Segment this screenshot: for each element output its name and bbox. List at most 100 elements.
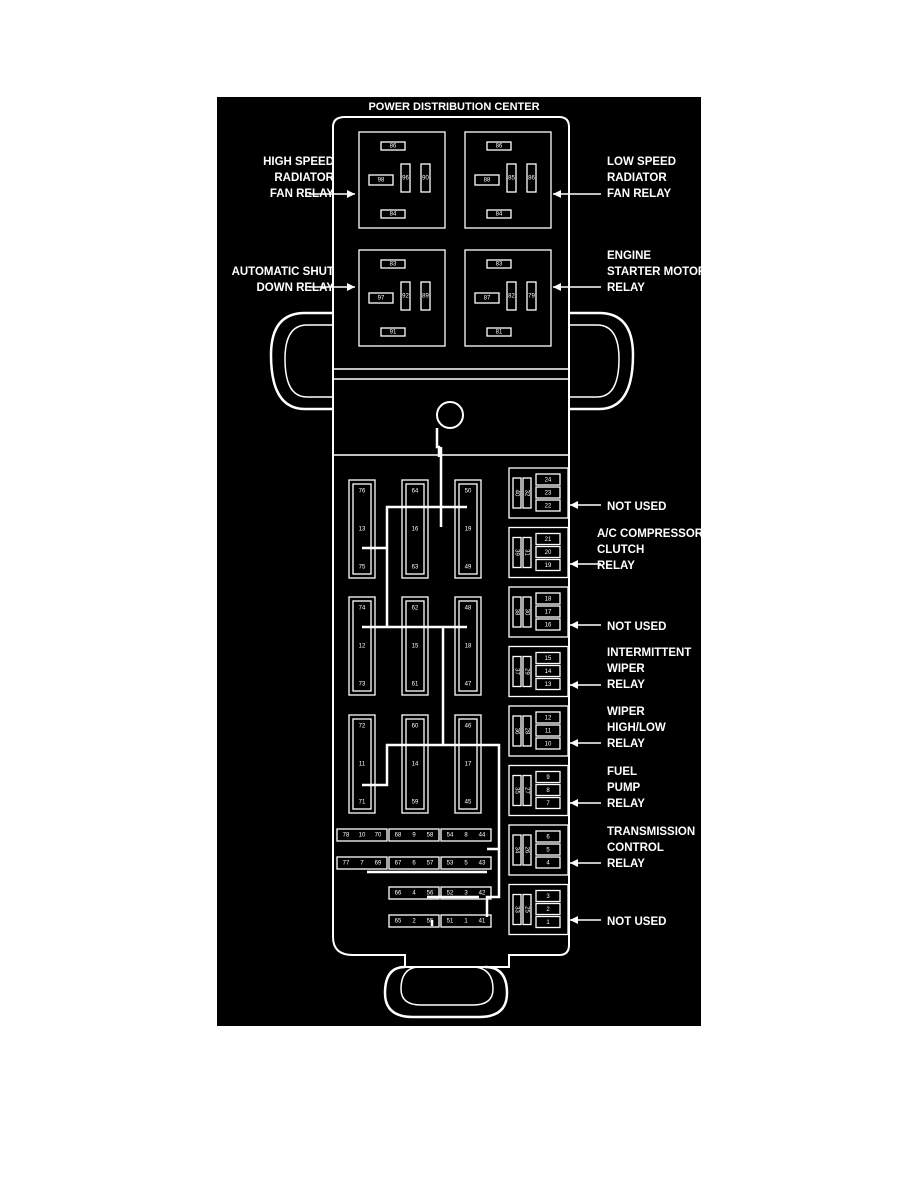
- mini-relay-terminal: [535, 830, 561, 843]
- relay-terminal: [486, 259, 512, 269]
- mini-fuse-terminal-label: 56: [427, 891, 434, 897]
- mini-relay-terminal: [535, 889, 561, 903]
- mini-relay-terminal: [535, 486, 561, 499]
- mini-relay-terminal-label: 25: [523, 906, 529, 913]
- relay-terminal-label: 86: [528, 176, 535, 182]
- label-line: FAN RELAY: [607, 188, 671, 200]
- arrow-icon: [553, 283, 561, 291]
- relay-terminal-label: 97: [378, 296, 385, 302]
- big-relay-housing: [464, 249, 552, 347]
- mini-relay-terminal: [535, 592, 561, 605]
- mini-relay-terminal: [535, 664, 561, 678]
- mini-relay-terminal-label: 35: [513, 787, 519, 794]
- fuse-terminal-label: 74: [359, 606, 366, 612]
- mini-relay-terminal: [512, 655, 522, 688]
- mini-relay-terminal: [522, 655, 532, 688]
- mini-relay-terminal-label: 31: [523, 549, 529, 556]
- mini-relay-terminal-label: 1: [546, 920, 550, 926]
- relay-terminal: [420, 281, 431, 311]
- mini-relay-terminal: [535, 843, 561, 856]
- label-line: CLUTCH: [597, 544, 644, 556]
- label-not-used-1: NOT USED: [570, 501, 666, 513]
- mini-fuse-number: 10: [359, 833, 366, 839]
- fuse-terminal-label: 71: [359, 800, 366, 806]
- mini-relay-terminal-label: 15: [545, 656, 552, 662]
- fuse-number: 17: [465, 762, 472, 768]
- label-line: DOWN RELAY: [256, 282, 334, 294]
- mini-fuse-slot: [388, 828, 440, 842]
- mini-fuse-slot: [440, 828, 492, 842]
- mini-fuse-slot: [336, 828, 388, 842]
- mini-fuse-terminal-label: 43: [479, 861, 486, 867]
- relay-terminal-label: 88: [484, 178, 491, 184]
- pdc-housing-outline: [332, 116, 570, 968]
- mini-relay-terminal-label: 14: [545, 669, 552, 675]
- mini-fuse-terminal-label: 52: [447, 891, 454, 897]
- mini-fuse-terminal-label: 65: [395, 919, 402, 925]
- mini-relay-terminal-label: 23: [545, 491, 552, 497]
- arrow-icon: [570, 916, 578, 924]
- mini-relay-terminal-label: 26: [523, 847, 529, 854]
- mini-relay-terminal-label: 9: [546, 775, 550, 781]
- mini-relay-terminal: [535, 532, 561, 546]
- fuse-number: 19: [465, 527, 472, 533]
- relay-terminal-label: 84: [496, 212, 503, 218]
- mini-relay-terminal: [522, 536, 532, 569]
- mini-fuse-terminal-label: 77: [343, 861, 350, 867]
- big-relay-housing: [358, 131, 446, 229]
- fuse-terminal-label: 46: [465, 724, 472, 730]
- mini-fuse-terminal-label: 67: [395, 861, 402, 867]
- relay-terminal-label: 96: [402, 176, 409, 182]
- fuse-number: 16: [412, 527, 419, 533]
- mini-relay-terminal-label: 8: [546, 788, 550, 794]
- label-line: WIPER: [607, 663, 645, 675]
- fuse-inner: [352, 718, 372, 810]
- relay-terminal: [420, 163, 431, 193]
- label-line: RADIATOR: [274, 172, 334, 184]
- fuse-terminal-label: 64: [412, 489, 419, 495]
- mini-relay-terminal-label: 30: [523, 609, 529, 616]
- label-line: ENGINE: [607, 250, 651, 262]
- fuse-number: 13: [359, 527, 366, 533]
- mini-fuse-number: 9: [412, 833, 416, 839]
- relay-terminal: [486, 209, 512, 219]
- fuse-inner: [458, 600, 478, 692]
- mini-relay-terminal: [535, 545, 561, 559]
- mini-relay-terminal: [535, 915, 561, 929]
- relay-terminal-label: 91: [390, 330, 397, 336]
- mini-fuse-number: 3: [464, 891, 468, 897]
- mini-relay-terminal: [535, 711, 561, 724]
- mini-relay-terminal: [535, 618, 561, 631]
- mini-fuse-slot: [388, 886, 440, 900]
- mini-relay-terminal-label: 13: [545, 682, 552, 688]
- mini-fuse-number: 6: [412, 861, 416, 867]
- relay-terminal: [368, 174, 394, 186]
- fuse-terminal-label: 62: [412, 606, 419, 612]
- fuse-outer: [348, 596, 376, 696]
- relay-terminal: [380, 327, 406, 337]
- mini-relay-terminal: [512, 477, 522, 509]
- fuse-inner: [405, 483, 425, 575]
- mini-relay-terminal: [512, 893, 522, 926]
- mini-fuse-slot: [440, 886, 492, 900]
- relay-terminal-label: 85: [508, 176, 515, 182]
- label-line: RELAY: [607, 282, 645, 294]
- mini-fuse-number: 7: [360, 861, 364, 867]
- mini-relay-terminal-label: 11: [545, 729, 552, 735]
- relay-terminal: [380, 141, 406, 151]
- mini-relay-terminal-label: 5: [546, 848, 550, 854]
- fuse-outer: [401, 479, 429, 579]
- label-line: WIPER: [607, 706, 645, 718]
- label-line: AUTOMATIC SHUT: [232, 266, 334, 278]
- fuse-terminal-label: 60: [412, 724, 419, 730]
